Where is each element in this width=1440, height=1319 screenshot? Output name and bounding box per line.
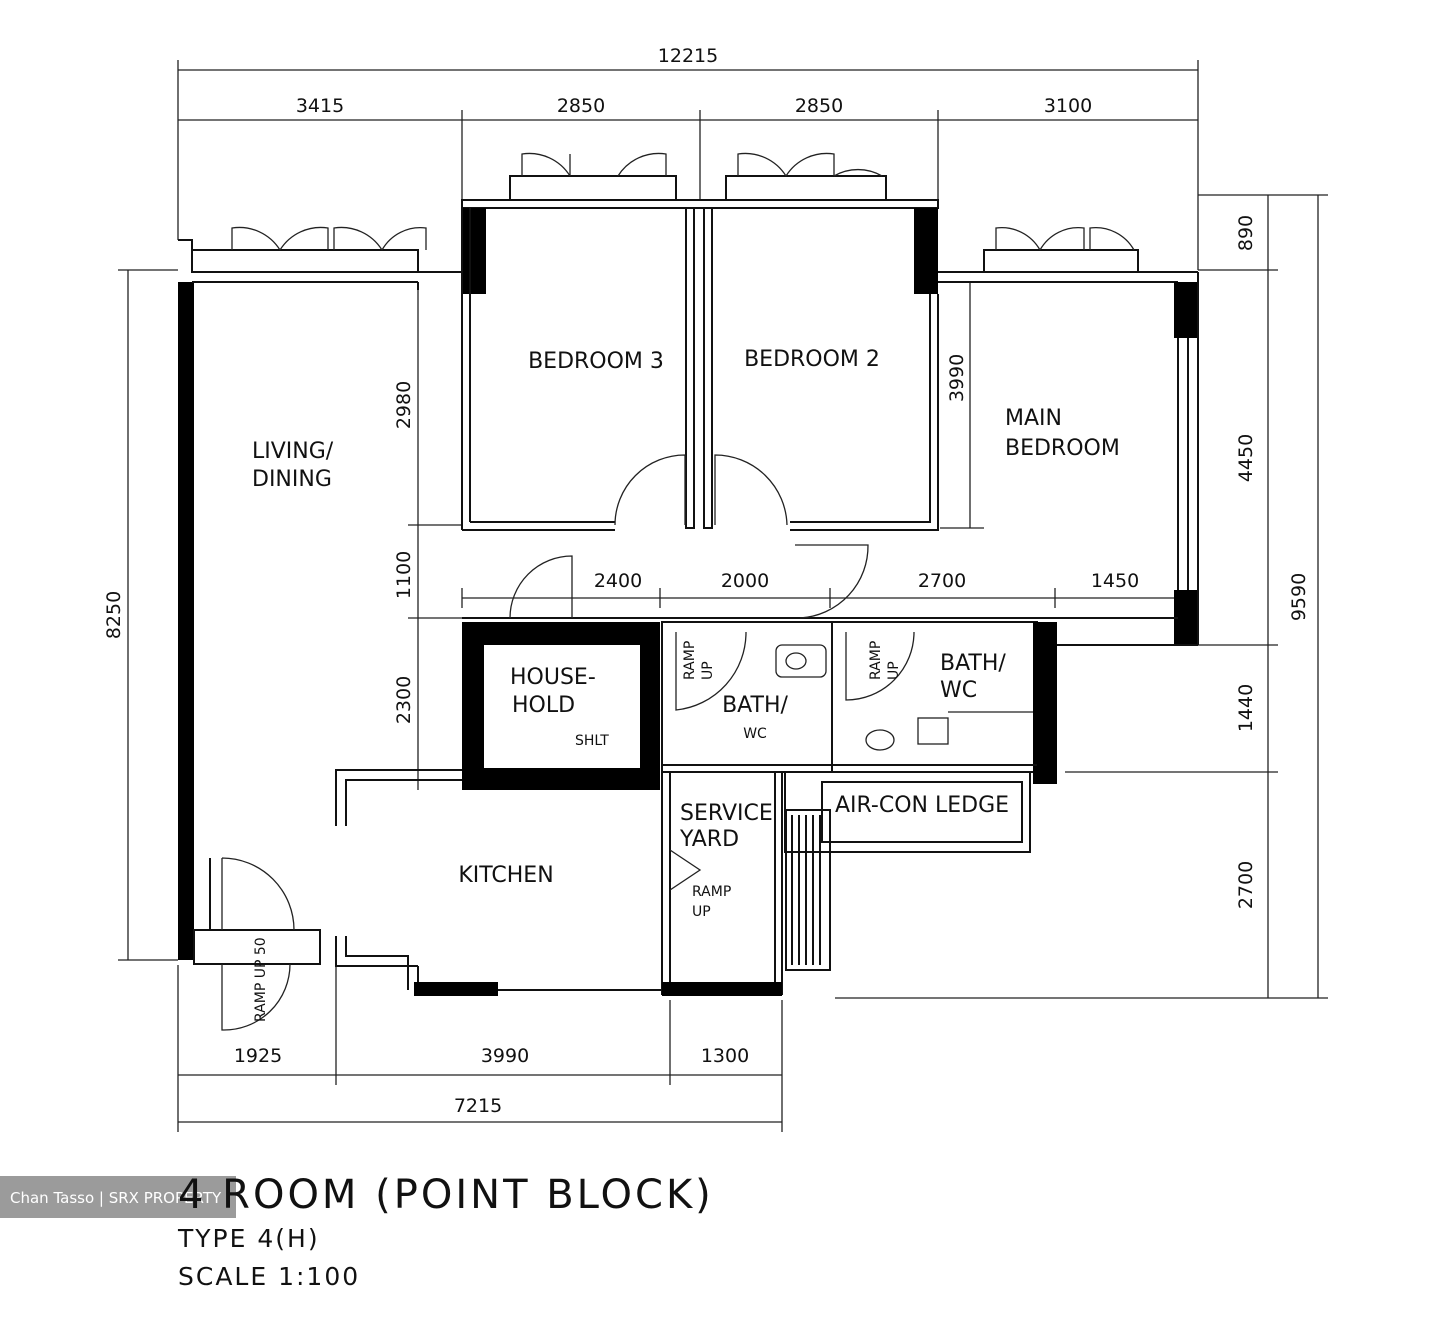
label-ramp-up-bath2-1: RAMP: [868, 641, 884, 680]
title-type: TYPE 4(H): [177, 1224, 320, 1253]
label-kitchen: KITCHEN: [458, 863, 553, 888]
label-main-bedroom-line2: BEDROOM: [1005, 436, 1120, 461]
label-service-line1: SERVICE: [680, 801, 773, 826]
windows: [191, 152, 1139, 273]
label-bedroom-3: BEDROOM 3: [528, 349, 664, 374]
label-service-line2: YARD: [679, 827, 739, 852]
label-ramp-up-bath1-2: UP: [700, 661, 716, 680]
dim-top-seg-4: 3100: [1044, 95, 1092, 117]
dim-right-total: 9590: [1288, 573, 1310, 621]
dim-bottom-seg-1: 1925: [234, 1045, 282, 1067]
label-ramp-up-service-1: RAMP: [692, 884, 731, 900]
title-main: 4 ROOM (POINT BLOCK): [178, 1172, 714, 1218]
dim-left-seg-1: 2980: [393, 381, 415, 429]
label-ramp-entry: RAMP UP 50: [253, 937, 269, 1022]
dim-bottom-total: 7215: [454, 1095, 502, 1117]
label-bath-1: BATH/: [722, 693, 788, 718]
dim-main-bedroom-height: 3990: [946, 354, 968, 402]
dim-top-seg-1: 3415: [296, 95, 344, 117]
label-living-line2: DINING: [252, 467, 332, 492]
title-block: 4 ROOM (POINT BLOCK) TYPE 4(H) SCALE 1:1…: [177, 1172, 714, 1291]
title-scale: SCALE 1:100: [178, 1262, 360, 1291]
fixtures: [775, 644, 1033, 751]
label-bath-1-wc: WC: [743, 726, 767, 742]
top-dimensions: 12215 3415 2850 2850 3100: [177, 45, 1199, 270]
right-dimensions: 890 4450 1440 2700 9590 3990: [835, 194, 1328, 999]
dim-left-seg-3: 2300: [393, 676, 415, 724]
walls: [178, 199, 1199, 996]
dim-mid-2: 2000: [721, 570, 769, 592]
dim-top-seg-2: 2850: [557, 95, 605, 117]
dim-left-seg-2: 1100: [393, 551, 415, 599]
label-main-bedroom-line1: MAIN: [1005, 406, 1062, 431]
bottom-dimensions: 1925 3990 1300 7215: [177, 965, 783, 1132]
dim-mid-3: 2700: [918, 570, 966, 592]
label-household-line1: HOUSE-: [510, 665, 596, 690]
dim-left-total: 8250: [103, 591, 125, 639]
label-living-line1: LIVING/: [252, 439, 334, 464]
label-bedroom-2: BEDROOM 2: [744, 347, 880, 372]
label-ramp-up-service-2: UP: [692, 904, 711, 920]
doors: [221, 454, 915, 1031]
label-aircon-ledge: AIR-CON LEDGE: [835, 793, 1009, 818]
dim-mid-1: 2400: [594, 570, 642, 592]
label-bath-2: BATH/: [940, 651, 1006, 676]
left-dimensions: 8250 2980 1100 2300: [103, 269, 462, 961]
dim-top-seg-3: 2850: [795, 95, 843, 117]
label-household-line2: HOLD: [512, 693, 575, 718]
dim-top-total: 12215: [658, 45, 718, 67]
dim-right-seg-1: 890: [1235, 215, 1257, 251]
room-labels: BEDROOM 3 BEDROOM 2 MAIN BEDROOM LIVING/…: [252, 347, 1120, 1022]
watermark-text: Chan Tasso | SRX PROPERTY: [10, 1189, 222, 1207]
dim-right-seg-2: 4450: [1235, 434, 1257, 482]
dim-mid-4: 1450: [1091, 570, 1139, 592]
mid-dimensions: 2400 2000 2700 1450: [461, 570, 1178, 608]
label-ramp-up-bath2-2: UP: [886, 661, 902, 680]
dim-bottom-seg-3: 1300: [701, 1045, 749, 1067]
dim-right-seg-3: 1440: [1235, 684, 1257, 732]
watermark: Chan Tasso | SRX PROPERTY: [0, 1176, 236, 1218]
dim-right-seg-4: 2700: [1235, 861, 1257, 909]
label-ramp-up-bath1-1: RAMP: [682, 641, 698, 680]
label-bath-2-wc: WC: [940, 678, 977, 703]
label-household-line3: SHLT: [575, 733, 609, 749]
dim-bottom-seg-2: 3990: [481, 1045, 529, 1067]
